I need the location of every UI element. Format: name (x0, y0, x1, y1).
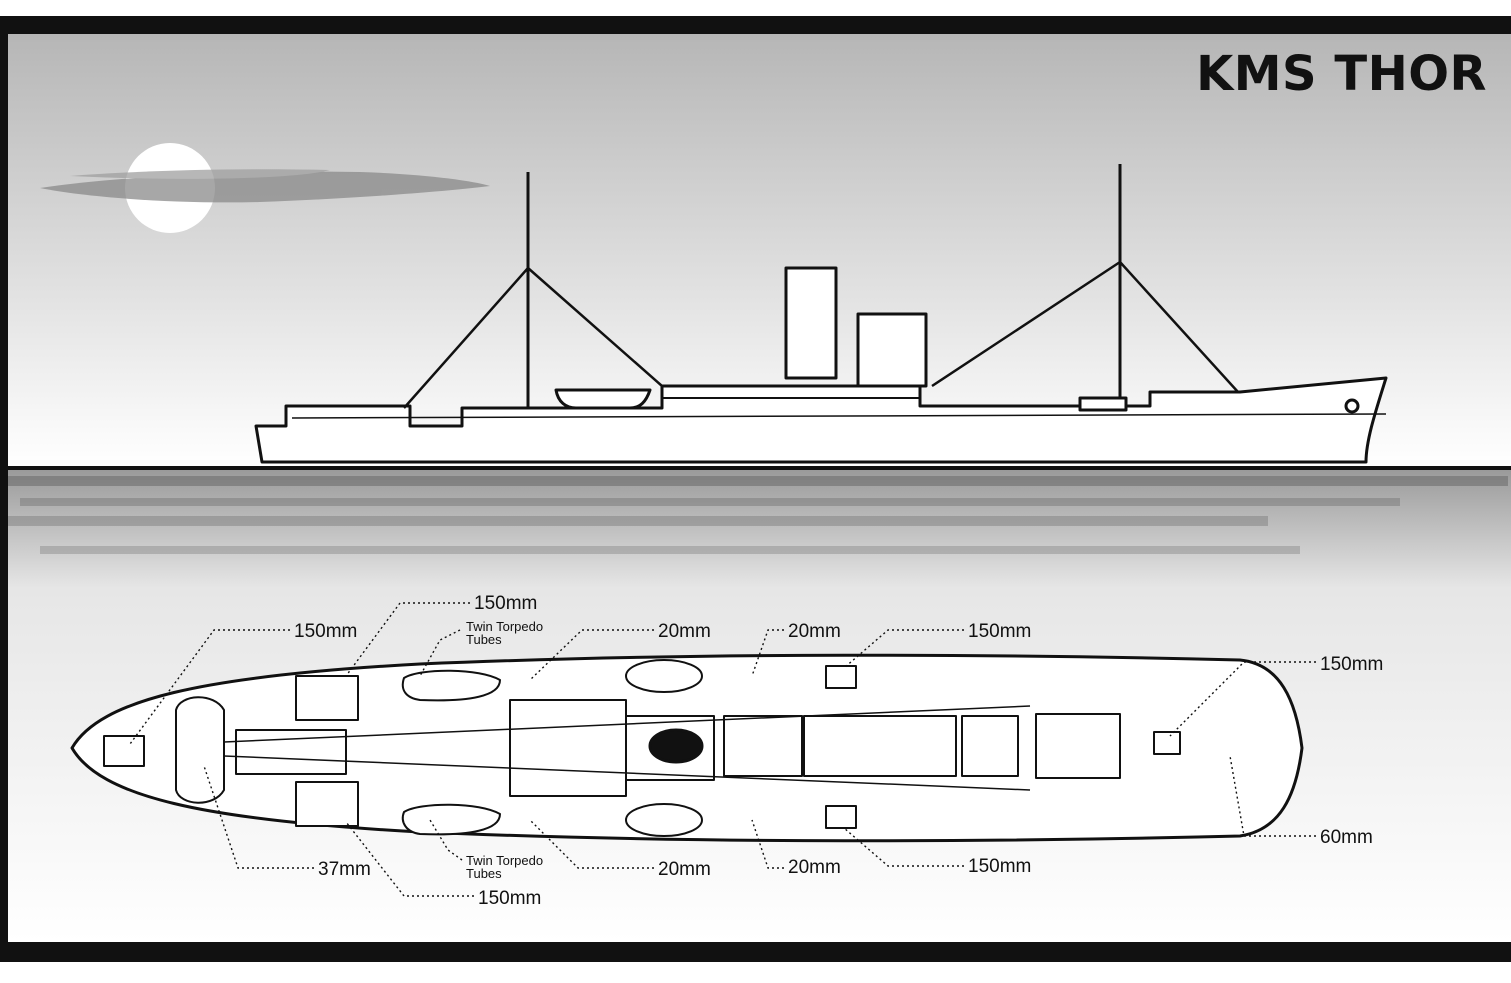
page-title: KMS THOR (1196, 46, 1487, 102)
label-60mm: 60mm (1320, 827, 1373, 848)
label-torpedo-top: Twin Torpedo Tubes (466, 619, 544, 647)
label-150mm-top-aft: 150mm (968, 621, 1032, 642)
label-150mm-bottom-fwd: 150mm (478, 888, 542, 909)
ship-plan-icon (70, 653, 1304, 843)
cloud-streaks (40, 169, 490, 203)
label-torpedo-bottom: Twin Torpedo Tubes (466, 853, 544, 881)
leader-lines (129, 602, 1316, 897)
label-20mm-bottom-2: 20mm (788, 857, 841, 878)
label-20mm-top-2: 20mm (788, 621, 841, 642)
label-150mm-top-fwd: 150mm (474, 593, 538, 614)
sea-streaks (8, 476, 1508, 554)
label-150mm-stern: 150mm (1320, 654, 1384, 675)
label-20mm-top-1: 20mm (658, 621, 711, 642)
ship-profile-icon (254, 164, 1388, 464)
label-150mm-bottom-aft: 150mm (968, 856, 1032, 877)
label-37mm: 37mm (318, 859, 371, 880)
label-20mm-bottom-1: 20mm (658, 859, 711, 880)
label-150mm-bow-left: 150mm (294, 621, 358, 642)
